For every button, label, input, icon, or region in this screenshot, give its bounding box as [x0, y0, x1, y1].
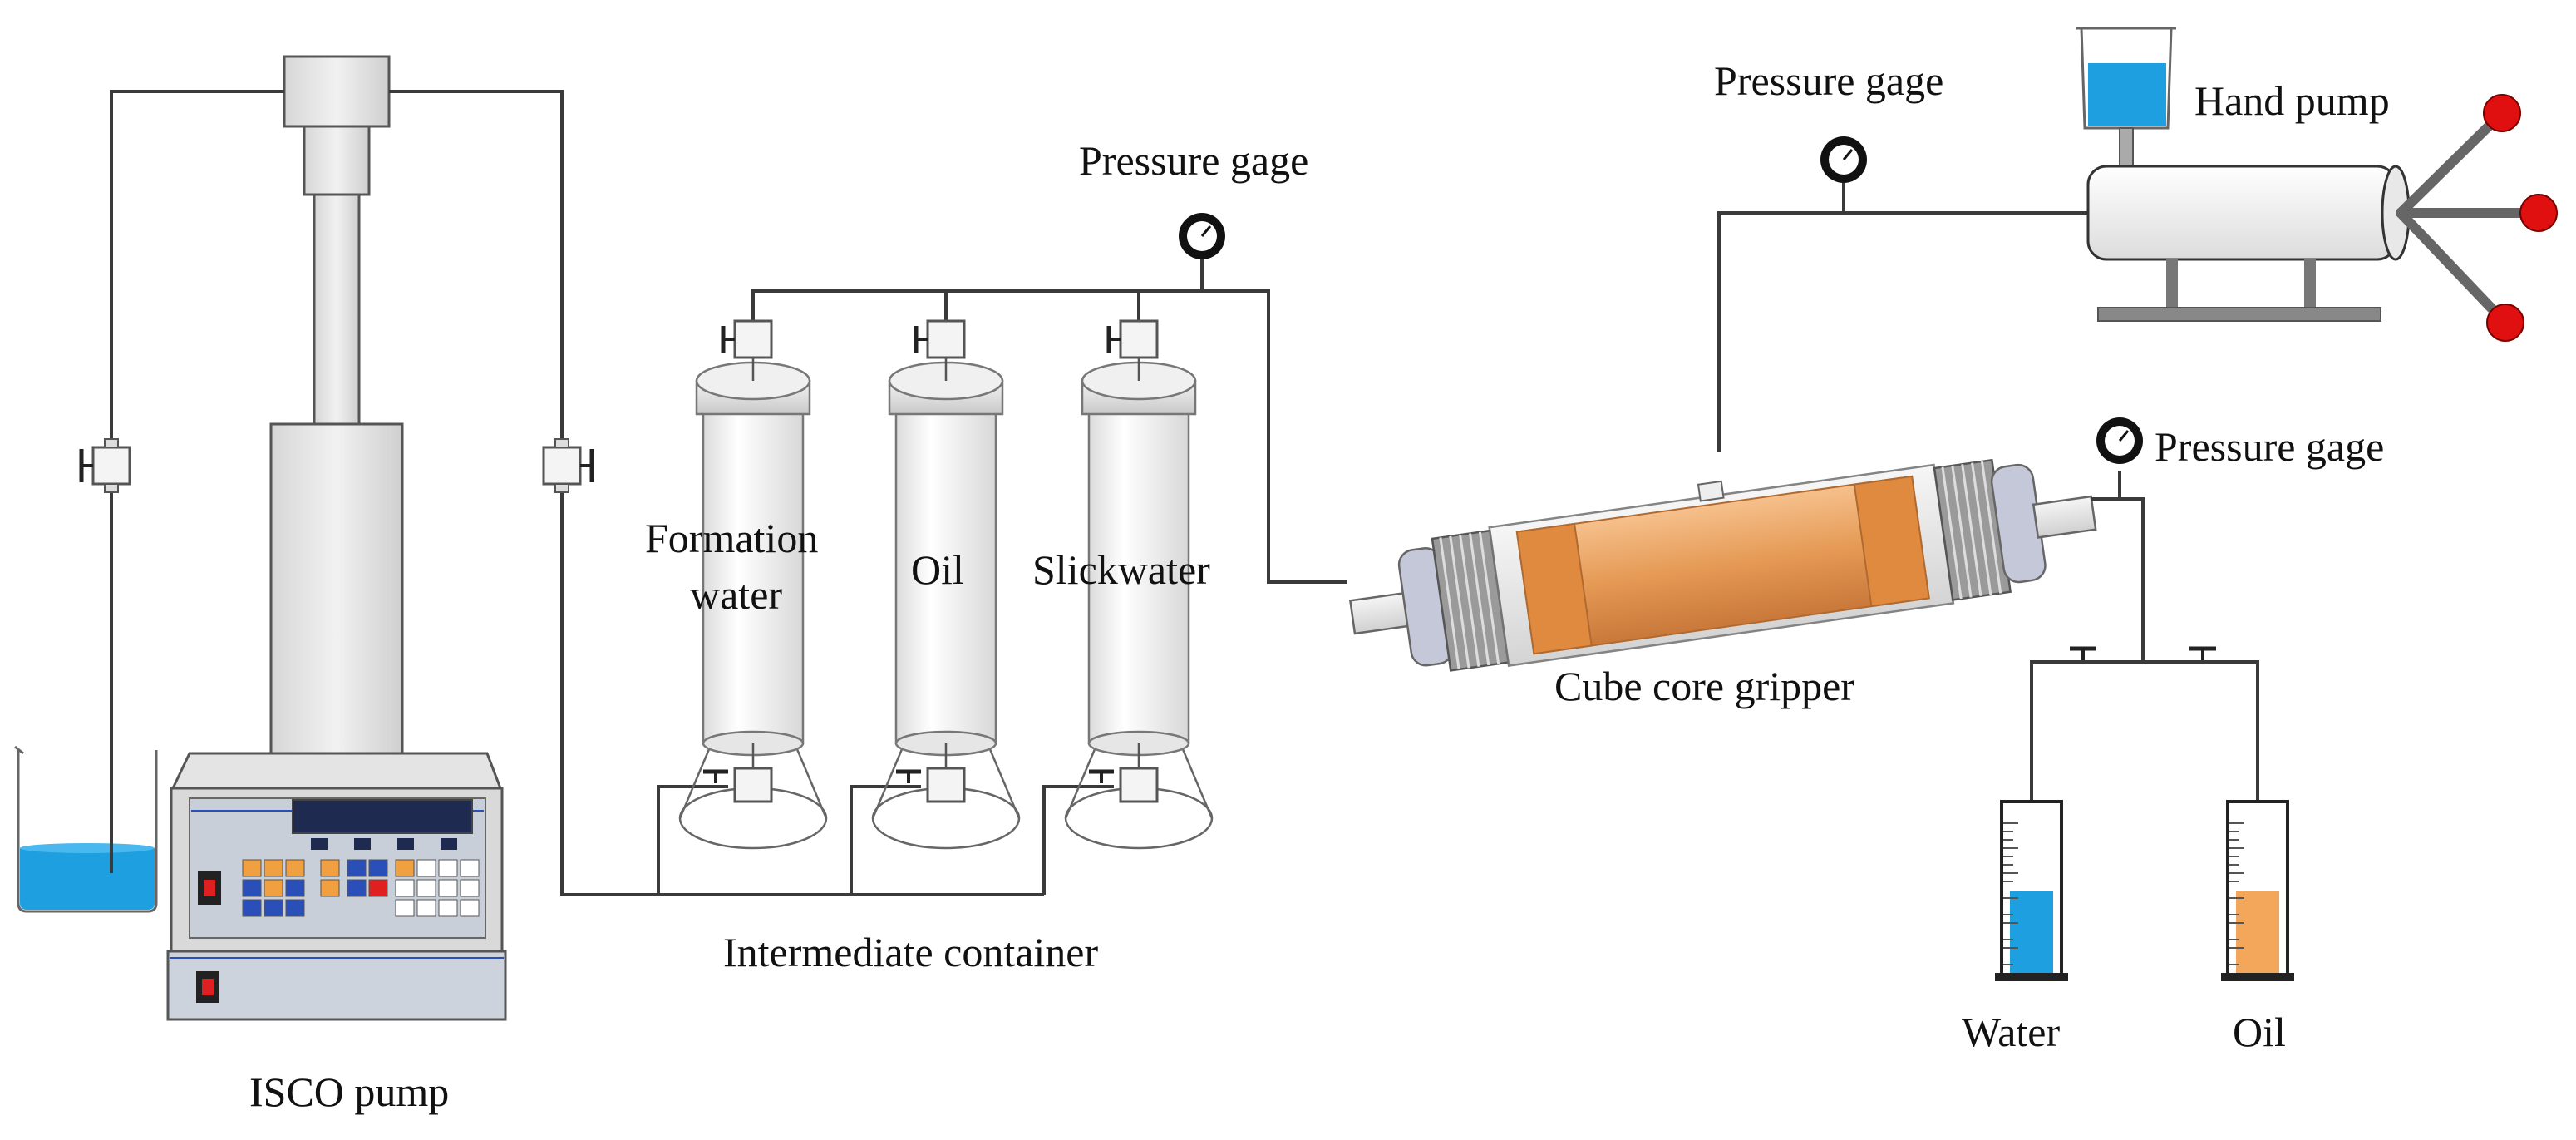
container-bottom-valve-2[interactable] — [896, 767, 966, 803]
label-formation-water-2: water — [690, 571, 782, 618]
pipe-isco-left — [110, 90, 284, 873]
isco-left-valve[interactable] — [79, 438, 131, 493]
water-beaker — [14, 745, 158, 913]
isco-pump — [166, 55, 507, 1021]
pipe-to-hand-pump — [1717, 211, 2088, 452]
pressure-gage-icon — [1820, 136, 1867, 196]
hand-pump-handle-icon[interactable] — [2486, 304, 2524, 342]
water-graduated-cylinder — [1995, 800, 2068, 981]
label-oil-cylinder: Oil — [2233, 1009, 2286, 1055]
pump-console — [170, 752, 503, 790]
pump-display — [292, 799, 473, 834]
container-bottom-valve-3[interactable] — [1089, 767, 1159, 803]
pressure-gage-icon — [2096, 417, 2143, 464]
outlet-valve-left[interactable] — [2070, 646, 2096, 660]
container-slickwater — [1064, 358, 1214, 850]
hand-pump-handle-icon[interactable] — [2519, 194, 2558, 232]
label-slickwater: Slickwater — [1032, 546, 1210, 593]
pipe-container-top-manifold — [751, 289, 1347, 584]
hand-pump — [2076, 27, 2558, 342]
label-pressure-gage-1: Pressure gage — [1079, 137, 1308, 184]
label-formation-water-1: Formation — [645, 515, 818, 561]
pump-cylinder — [269, 422, 404, 757]
label-isco-pump: ISCO pump — [249, 1068, 449, 1115]
label-pressure-gage-3: Pressure gage — [2155, 423, 2384, 470]
outlet-valve-right[interactable] — [2189, 646, 2216, 660]
pipe-container-bottom-manifold — [657, 785, 1114, 895]
pressure-gage-icon — [1179, 213, 1225, 274]
label-intermediate-container: Intermediate container — [723, 929, 1098, 975]
label-cube-core-gripper: Cube core gripper — [1554, 663, 1854, 709]
container-top-valve-3[interactable] — [1106, 319, 1159, 359]
container-bottom-valve-1[interactable] — [703, 767, 773, 803]
label-pressure-gage-2: Pressure gage — [1714, 57, 1943, 104]
pump-base — [166, 950, 507, 1021]
hand-pump-handle-icon[interactable] — [2483, 94, 2521, 132]
container-top-valve-1[interactable] — [721, 319, 773, 359]
container-formation-water — [678, 358, 828, 850]
label-hand-pump: Hand pump — [2194, 77, 2390, 124]
isco-right-valve[interactable] — [542, 438, 594, 493]
container-oil — [871, 358, 1021, 850]
container-top-valve-2[interactable] — [914, 319, 966, 359]
pump-keypad[interactable] — [242, 859, 480, 917]
label-water-cylinder: Water — [1962, 1009, 2060, 1055]
pump-top-block — [283, 55, 391, 128]
label-oil-container: Oil — [911, 546, 964, 593]
pipe-outlet — [2030, 497, 2259, 800]
cube-core-gripper — [1348, 458, 2097, 672]
oil-graduated-cylinder — [2221, 800, 2294, 981]
pump-piston-rod — [313, 193, 361, 426]
